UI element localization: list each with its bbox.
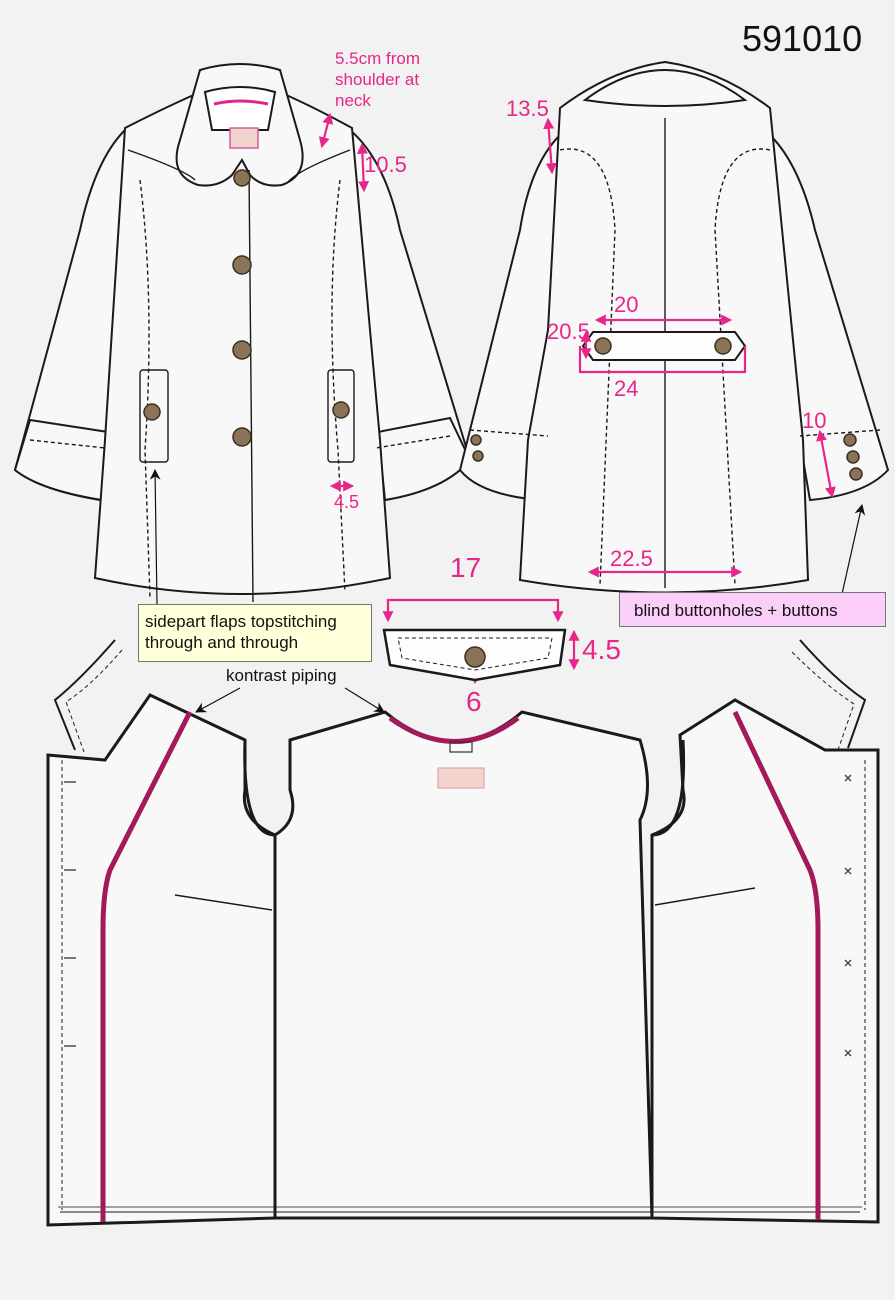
kontrast-piping-lines <box>100 710 821 1222</box>
dim-belt-bottom: 24 <box>614 376 639 401</box>
dim-tab-center: 6 <box>466 686 482 717</box>
inside-right-armhole <box>651 739 686 837</box>
dim-shoulder-front: 10.5 <box>364 152 407 177</box>
front-collar-back <box>203 86 277 131</box>
dim-shoulder-back: 13.5 <box>506 96 549 121</box>
front-right-cuff <box>376 416 472 502</box>
neck-note: 5.5cm from shoulder at neck <box>335 49 421 110</box>
dim-belt-height: 20.5 <box>547 319 590 344</box>
back-collar <box>582 69 748 107</box>
dim-tab-width: 17 <box>450 552 482 583</box>
inside-left-armhole <box>243 739 276 837</box>
back-body <box>518 60 810 594</box>
inside-buttonhole-marks <box>64 774 852 1057</box>
inside-left-panel <box>46 693 277 1227</box>
dim-back-hem: 22.5 <box>610 546 653 571</box>
inside-details <box>58 760 866 1213</box>
back-buttons <box>470 337 863 481</box>
front-buttons <box>143 169 350 447</box>
inside-brand-label <box>437 741 485 789</box>
tab-detail <box>382 628 567 682</box>
front-left-cuff <box>13 418 110 502</box>
style-code: 591010 <box>742 18 863 59</box>
dim-belt-top: 20 <box>614 292 639 317</box>
dim-pocket-side: 4.5 <box>334 492 360 512</box>
kontrast-piping-label: kontrast piping <box>226 666 337 685</box>
front-coat-details <box>29 127 451 603</box>
callout-arrows <box>149 468 866 713</box>
blind-buttonholes-callout: blind buttonholes + buttons <box>619 592 886 627</box>
front-neck-piping <box>213 99 269 106</box>
dim-tab-height: 4.5 <box>582 634 621 665</box>
inside-shoulder-flaps <box>53 639 867 753</box>
dim-cuff: 10 <box>802 408 827 433</box>
back-coat-drawing <box>458 60 890 594</box>
sidepart-flaps-callout: sidepart flaps topstitching through and … <box>138 604 372 662</box>
